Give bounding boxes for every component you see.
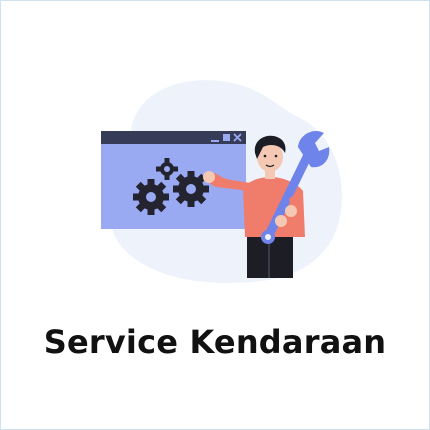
mechanic-person-icon — [203, 130, 330, 278]
card-title: Service Kendaraan — [43, 323, 387, 361]
service-illustration — [101, 80, 342, 284]
wrench-icon — [261, 130, 330, 244]
gears-icon — [133, 158, 209, 215]
